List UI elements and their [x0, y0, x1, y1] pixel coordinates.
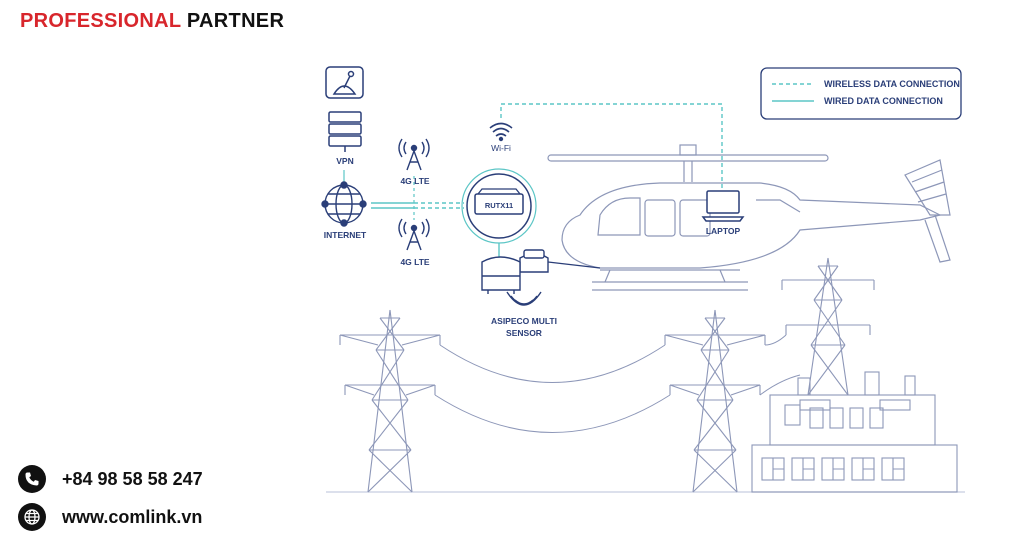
lte-tower-top-icon	[398, 138, 430, 171]
contact-website[interactable]: www.comlink.vn	[18, 503, 202, 531]
sensor-label-line2: SENSOR	[506, 328, 542, 338]
phone-number[interactable]: +84 98 58 58 247	[62, 468, 203, 489]
legend-wired-label: WIRED DATA CONNECTION	[824, 96, 943, 106]
pylon-left	[339, 309, 441, 493]
lte-bottom-label: 4G LTE	[400, 257, 429, 267]
sensor-signal-icon	[506, 291, 542, 306]
lte-tower-bottom-icon	[398, 218, 430, 251]
brand-title: PROFESSIONAL PARTNER	[20, 10, 284, 33]
sensor-icon	[481, 249, 549, 294]
legend: WIRELESS DATA CONNECTION WIRED DATA CONN…	[760, 67, 962, 120]
sensor-label-line1: ASIPECO MULTI	[491, 316, 557, 326]
satellite-icon	[325, 66, 364, 99]
brand-partner: PARTNER	[186, 10, 285, 32]
phone-icon	[18, 465, 46, 493]
router-icon	[461, 168, 537, 244]
wifi-label: Wi-Fi	[491, 143, 511, 153]
internet-label: INTERNET	[324, 230, 367, 240]
router-label: RUTX11	[485, 201, 513, 210]
website-url[interactable]: www.comlink.vn	[62, 506, 203, 527]
wifi-icon	[489, 122, 513, 142]
legend-wireless-label: WIRELESS DATA CONNECTION	[824, 79, 960, 89]
lte-top-label: 4G LTE	[400, 176, 429, 186]
vpn-server-icon	[328, 111, 362, 152]
laptop-label: LAPTOP	[706, 226, 741, 236]
power-lines	[434, 334, 801, 433]
laptop-icon	[701, 190, 745, 222]
connections	[343, 103, 723, 269]
pylon-right	[781, 257, 875, 396]
legend-box	[760, 67, 962, 120]
vpn-label: VPN	[336, 156, 353, 166]
substation-building	[751, 371, 958, 493]
helicopter	[547, 144, 951, 291]
contact-phone[interactable]: +84 98 58 58 247	[18, 465, 203, 493]
pylon-middle	[664, 309, 766, 493]
brand-professional: PROFESSIONAL	[20, 10, 182, 32]
internet-globe-icon	[321, 181, 367, 227]
globe-icon	[18, 503, 46, 531]
